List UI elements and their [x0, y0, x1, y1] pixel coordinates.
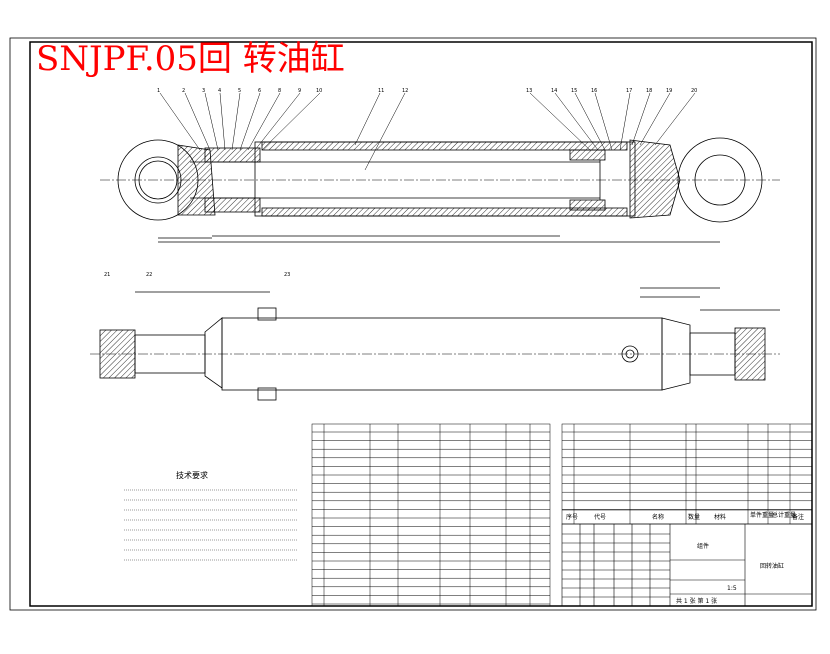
part-label: 20 [691, 88, 697, 94]
bom-col-remark: 备注 [792, 513, 804, 521]
part-label: 19 [666, 88, 672, 94]
part-label: 22 [146, 272, 152, 278]
technical-notes: 技术要求 [124, 470, 298, 561]
drawing-name: 回转油缸 [760, 562, 784, 570]
bom-table-right [561, 423, 813, 525]
exterior-labels: 21 22 23 [104, 272, 290, 278]
part-label: 9 [298, 88, 301, 94]
part-label: 16 [591, 88, 597, 94]
part-label: 21 [104, 272, 110, 278]
part-label: 2 [182, 88, 185, 94]
title-block [561, 523, 813, 607]
bom-col-unit-weight: 单件重量 [750, 511, 774, 519]
title-block-text: 组件 回转油缸 1:5 共 1 张 第 1 张 [676, 542, 784, 605]
outer-frame [9, 37, 817, 611]
part-leaders [159, 92, 696, 171]
notes-heading: 技术要求 [176, 470, 208, 480]
exterior-view [90, 287, 780, 401]
bom-col-qty: 数量 [688, 513, 700, 521]
drawing-title: SNJPF.05回 转油缸 [36, 39, 345, 79]
bom-col-code: 代号 [594, 513, 606, 521]
part-label: 17 [626, 88, 632, 94]
part-label: 4 [218, 88, 221, 94]
bom-col-material: 材料 [714, 513, 726, 521]
bom-col-name: 名称 [652, 513, 664, 521]
part-label: 12 [402, 88, 408, 94]
part-label: 5 [238, 88, 241, 94]
part-label: 8 [278, 88, 281, 94]
part-group: 组件 [697, 542, 709, 550]
part-label: 13 [526, 88, 532, 94]
bom-col-total-weight: 总计重量 [772, 511, 796, 519]
bom-col-index: 序号 [566, 513, 578, 521]
part-label: 11 [378, 88, 384, 94]
part-numbers: 1 2 3 4 5 6 8 9 10 11 12 13 14 15 16 17 … [157, 88, 697, 94]
part-label: 1 [157, 88, 160, 94]
bom-header-row: 序号 代号 名称 数量 材料 单件重量 总计重量 备注 [566, 511, 804, 521]
part-label: 18 [646, 88, 652, 94]
part-label: 15 [571, 88, 577, 94]
part-label: 10 [316, 88, 322, 94]
part-label: 23 [284, 272, 290, 278]
scale-value: 1:5 [727, 585, 737, 592]
bom-table-left [311, 423, 551, 607]
part-label: 3 [202, 88, 205, 94]
section-view [100, 137, 780, 243]
sheet-info: 共 1 张 第 1 张 [676, 597, 717, 605]
part-label: 14 [551, 88, 557, 94]
part-label: 6 [258, 88, 261, 94]
inner-frame [29, 41, 813, 607]
